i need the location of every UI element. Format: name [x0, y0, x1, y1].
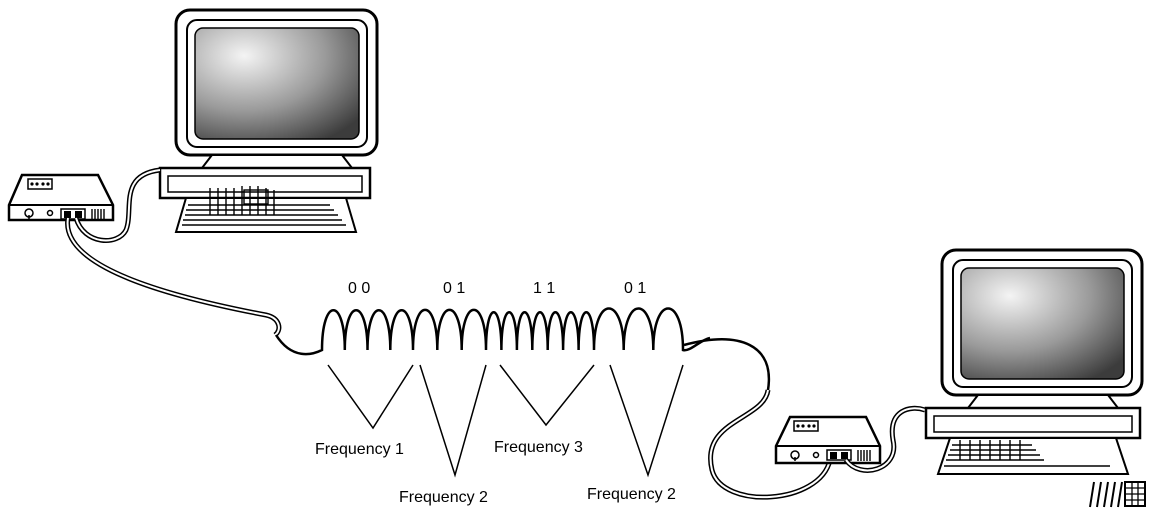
cable-left-computer — [73, 167, 161, 243]
cable-left-line — [65, 217, 282, 338]
bit-group-4: 0 1 — [624, 280, 646, 297]
bit-labels: 0 0 0 1 1 1 0 1 — [348, 280, 646, 297]
system-unit-left — [158, 166, 372, 200]
callout-frequency-1 — [327, 364, 414, 430]
callout-lines — [327, 364, 684, 478]
callout-frequency-2b — [609, 364, 684, 478]
monitor-right — [940, 248, 1144, 409]
frequency-label-2b: Frequency 2 — [587, 486, 676, 503]
frequency-label-2a: Frequency 2 — [399, 489, 488, 506]
keyboard-right — [936, 437, 1130, 475]
system-unit-right — [924, 406, 1142, 440]
frequency-label-1: Frequency 1 — [315, 441, 404, 458]
monitor-left — [174, 8, 379, 169]
cable-right-computer — [843, 405, 926, 473]
bit-group-2: 0 1 — [443, 280, 465, 297]
numeric-keypad — [1124, 481, 1146, 507]
cable-right-line — [683, 338, 833, 500]
callout-frequency-2a — [419, 364, 487, 478]
modulated-signal — [274, 307, 711, 356]
keyboard-left — [174, 186, 358, 233]
bit-group-1: 0 0 — [348, 280, 370, 297]
frequency-label-3: Frequency 3 — [494, 439, 583, 456]
modem-right — [774, 415, 882, 465]
bit-group-3: 1 1 — [533, 280, 555, 297]
indicator-panel — [793, 420, 819, 432]
phone-jack — [826, 449, 852, 461]
computer-right — [924, 248, 1146, 508]
screen-right — [960, 267, 1125, 380]
phone-jack — [60, 208, 86, 220]
screen-left — [194, 27, 360, 140]
modem-left — [7, 173, 115, 222]
callout-frequency-3 — [499, 364, 595, 427]
keyboard-stand — [1089, 481, 1123, 508]
computer-left — [158, 8, 379, 233]
indicator-panel — [27, 178, 53, 190]
frequency-labels: Frequency 1 Frequency 2 Frequency 3 Freq… — [315, 439, 676, 506]
